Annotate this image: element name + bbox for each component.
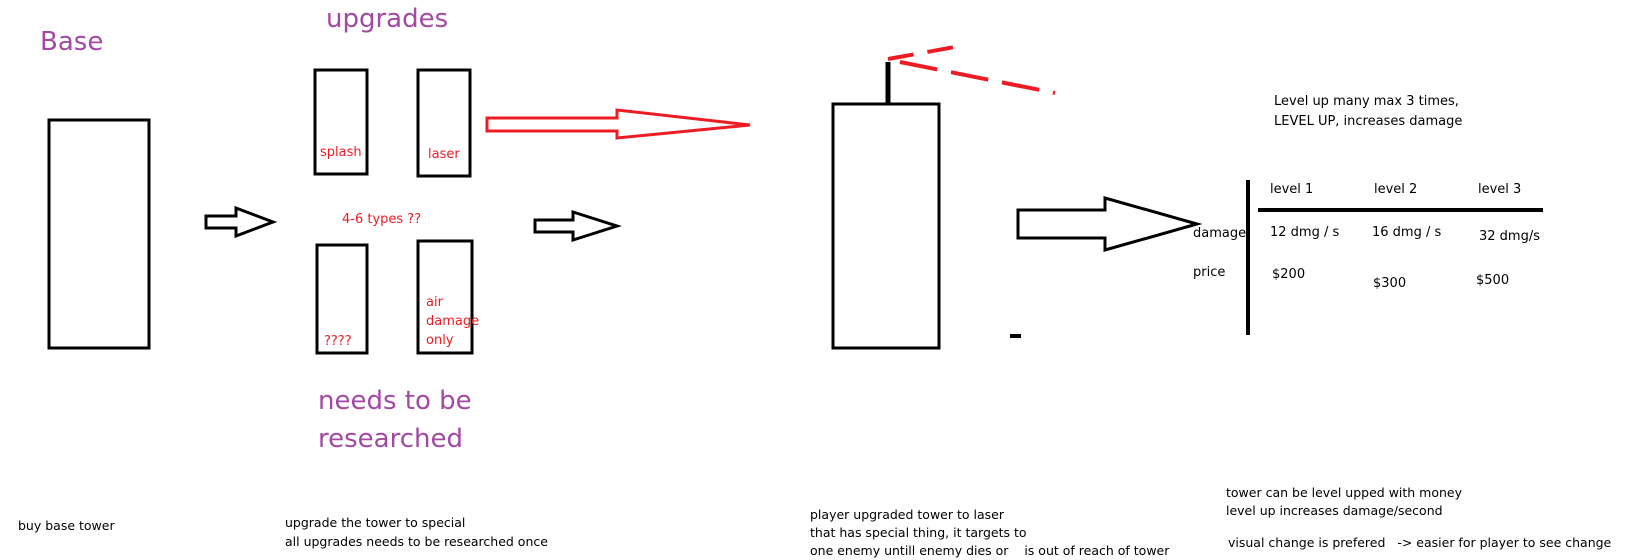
arrow-base-to-upgrades: [204, 205, 278, 239]
caption-upgrade-line1: upgrade the tower to special: [285, 515, 466, 530]
arrow-laser-red: [485, 108, 751, 140]
price-level-3: $500: [1476, 273, 1510, 288]
damage-level-2: 16 dmg / s: [1372, 225, 1442, 240]
damage-level-1: 12 dmg / s: [1270, 225, 1340, 240]
upgrade-box-air: [416, 239, 474, 355]
level-header-3: level 3: [1478, 182, 1522, 197]
price-level-2: $300: [1373, 276, 1407, 291]
caption-level-line2: level up increases damage/second: [1226, 503, 1443, 518]
caption-laser-line1: player upgraded tower to laser: [810, 507, 1004, 522]
damage-level-3: 32 dmg/s: [1479, 229, 1540, 244]
base-tower: [47, 118, 151, 350]
price-label: price: [1193, 265, 1226, 280]
caption-level-line3: visual change is prefered -> easier for …: [1228, 535, 1612, 550]
laser-beam-upper: [887, 43, 967, 61]
price-level-1: $200: [1272, 267, 1306, 282]
laser-beam-lower: [899, 60, 1056, 95]
label-air-line2: damage: [426, 314, 480, 329]
title-research-line1: needs to be: [318, 386, 472, 416]
caption-base: buy base tower: [18, 518, 115, 533]
title-research-line2: researched: [318, 424, 463, 454]
arrow-upgrades-to-laser: [533, 209, 622, 243]
title-upgrades: upgrades: [326, 4, 449, 34]
label-air-line3: only: [426, 333, 454, 348]
label-types-note: 4-6 types ??: [342, 212, 422, 227]
label-splash: splash: [320, 145, 362, 160]
upgrade-box-laser: [416, 68, 472, 178]
label-laser: laser: [428, 147, 460, 162]
label-air-line1: air: [426, 295, 443, 310]
caption-level-line1: tower can be level upped with money: [1226, 485, 1463, 500]
caption-laser-line2: that has special thing, it targets to: [810, 525, 1027, 540]
label-unknown: ????: [324, 334, 352, 349]
upgrade-box-unknown: [315, 243, 369, 355]
caption-upgrade-line2: all upgrades needs to be researched once: [285, 534, 548, 549]
level-note-line2: LEVEL UP, increases damage: [1274, 114, 1463, 129]
caption-laser-line3: one enemy untill enemy dies or is out of…: [810, 543, 1170, 558]
arrow-laser-to-levels: [1016, 196, 1203, 252]
level-header-1: level 1: [1270, 182, 1314, 197]
upgrade-box-splash: [313, 68, 369, 176]
level-header-2: level 2: [1374, 182, 1418, 197]
damage-label: damage: [1193, 226, 1247, 241]
title-base: Base: [40, 27, 104, 57]
laser-tower: [831, 102, 941, 350]
level-note-line1: Level up many max 3 times,: [1274, 94, 1459, 109]
